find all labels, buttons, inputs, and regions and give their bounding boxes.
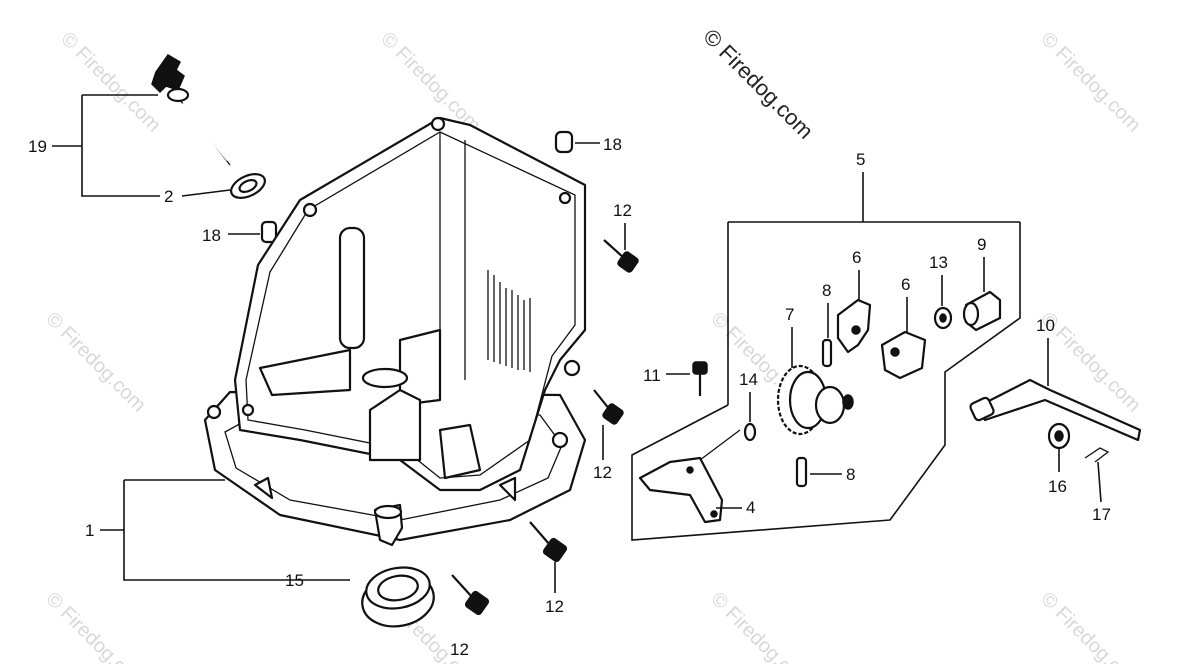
governor-arm-part: [969, 378, 1142, 442]
washer-part-13: [933, 306, 953, 330]
callout-6-right: 6: [901, 275, 910, 294]
weight-part-6-right: [880, 330, 927, 380]
callout-4: 4: [746, 498, 755, 517]
bracket-1: [100, 479, 350, 581]
faint-watermark: © Firedog.com: [56, 28, 165, 137]
callout-13: 13: [929, 253, 948, 272]
main-watermark: © Firedog.com: [698, 24, 818, 144]
callout-18-left: 18: [202, 226, 221, 245]
pin-part-8-top: [821, 338, 833, 368]
callout-1: 1: [85, 521, 94, 540]
faint-watermark: © Firedog.com: [376, 28, 485, 137]
dowel-pin-part: [260, 220, 278, 244]
callout-9: 9: [977, 235, 986, 254]
callout-17: 17: [1092, 505, 1111, 524]
bolt-part: [529, 521, 568, 563]
bracket-19: [52, 94, 160, 197]
dipstick-part: [151, 54, 231, 166]
callout-8-bottom: 8: [846, 465, 855, 484]
bolt-part: [593, 389, 624, 425]
washer-part-16: [1047, 422, 1071, 450]
callout-5: 5: [856, 150, 865, 169]
o-ring-part: [230, 173, 266, 199]
callout-16: 16: [1048, 477, 1067, 496]
faint-watermark: © Firedog.com: [1036, 588, 1145, 664]
faint-watermark: © Firedog.com: [706, 588, 815, 664]
washer-part-14: [743, 422, 757, 442]
callout-14: 14: [739, 370, 758, 389]
leader-17: [1097, 461, 1102, 503]
bolt-part-11: [692, 361, 708, 396]
callout-2: 2: [164, 187, 173, 206]
callout-11: 11: [643, 366, 661, 385]
bolt-part: [451, 574, 490, 616]
faint-watermark: © Firedog.com: [1036, 28, 1145, 137]
callout-19: 19: [28, 137, 47, 156]
oil-seal-part: [361, 566, 435, 628]
leader-2: [181, 189, 231, 197]
callout-12-top: 12: [613, 201, 632, 220]
dowel-pin-part: [554, 130, 574, 154]
callout-10: 10: [1036, 316, 1055, 335]
collar-part-9: [962, 290, 1002, 332]
crankcase-cover-part: [203, 116, 587, 547]
callout-15: 15: [285, 571, 304, 590]
pin-part-8-bottom: [795, 456, 808, 488]
weight-part-6-left: [836, 298, 872, 354]
callout-12-right: 12: [593, 463, 612, 482]
governor-gear-part: [776, 364, 854, 436]
callout-18-top: 18: [603, 135, 622, 154]
bolt-part: [603, 239, 639, 273]
bracket-5: [631, 172, 1021, 541]
callout-7: 7: [785, 305, 794, 324]
clip-part-17: [1084, 447, 1110, 463]
governor-holder-part: [638, 429, 741, 524]
callout-6-left: 6: [852, 248, 861, 267]
faint-watermark: © Firedog.com: [41, 308, 150, 417]
callout-8-top: 8: [822, 281, 831, 300]
faint-watermarks: © Firedog.com © Firedog.com © Firedog.co…: [41, 28, 1145, 664]
faint-watermark: © Firedog.com: [41, 588, 150, 664]
callout-12-bottom-right: 12: [545, 597, 564, 616]
callout-12-bottom: 12: [450, 640, 469, 659]
